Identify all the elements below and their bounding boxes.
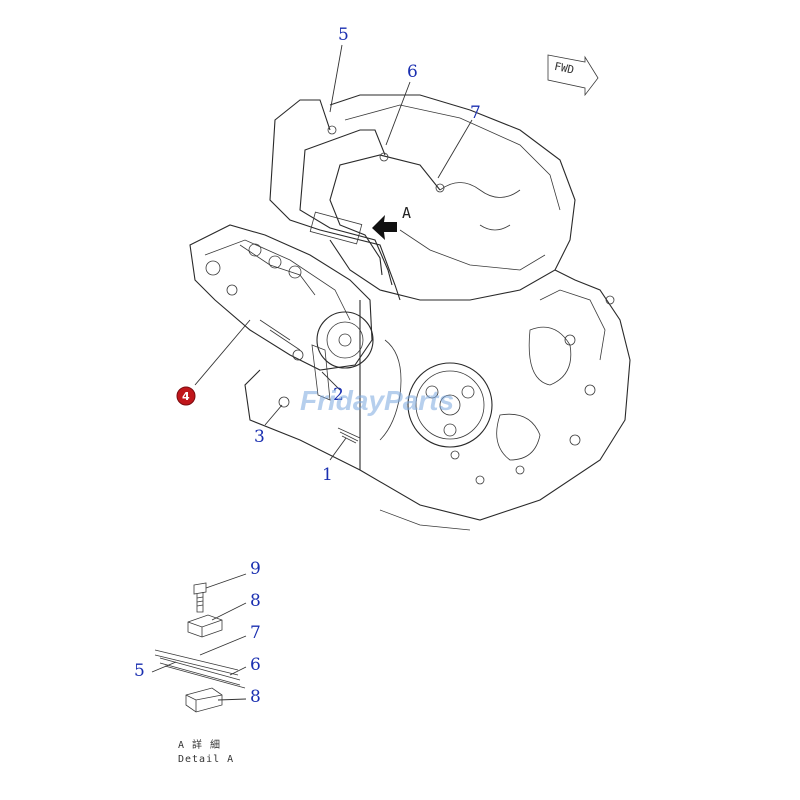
callout-1[interactable]: 1 xyxy=(322,465,333,485)
callout-3[interactable]: 3 xyxy=(254,427,265,447)
callouts-detail: 9 8 7 6 5 8 xyxy=(134,559,261,707)
callout-4-highlight[interactable]: 4 xyxy=(176,386,196,406)
callout-6[interactable]: 6 xyxy=(407,62,418,82)
detail-callout-8-bottom[interactable]: 8 xyxy=(250,687,261,707)
watermark-logo: FridayParts xyxy=(300,385,454,416)
detail-callout-5[interactable]: 5 xyxy=(134,661,145,681)
detail-subtitle: Detail A xyxy=(178,754,234,765)
callout-7[interactable]: 7 xyxy=(470,103,481,123)
detail-title: A 詳 細 xyxy=(178,738,221,751)
view-arrow-label: A xyxy=(402,204,411,222)
engine-block-drawing xyxy=(244,94,631,531)
callout-4[interactable]: 4 xyxy=(182,390,190,403)
detail-a-drawing xyxy=(151,573,247,713)
fwd-label: FWD xyxy=(553,60,575,77)
detail-callout-9[interactable]: 9 xyxy=(250,559,261,579)
callout-leaders xyxy=(194,44,473,461)
detail-callout-7[interactable]: 7 xyxy=(250,623,261,643)
fwd-marker: FWD xyxy=(547,54,599,97)
view-arrow-a: A xyxy=(372,204,411,240)
detail-callout-8-top[interactable]: 8 xyxy=(250,591,261,611)
detail-callout-6[interactable]: 6 xyxy=(250,655,261,675)
injection-lines xyxy=(269,99,445,301)
callout-2[interactable]: 2 xyxy=(333,385,344,405)
callouts-main: 5 6 7 2 3 1 4 xyxy=(176,25,481,485)
injection-pump-drawing xyxy=(189,224,374,408)
callout-5[interactable]: 5 xyxy=(338,25,349,45)
